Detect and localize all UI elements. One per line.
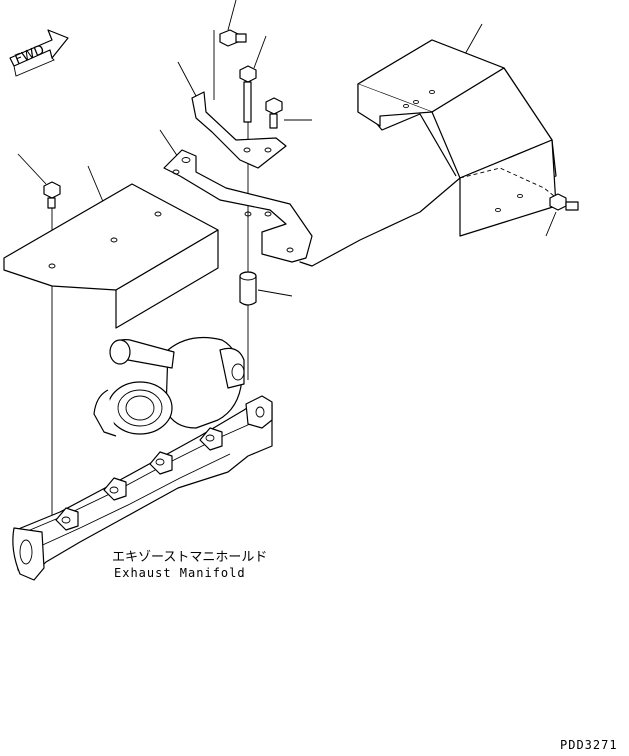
- fwd-arrow-icon: FWD: [9, 29, 69, 77]
- shield-left: [3, 183, 219, 329]
- bolt-right: [549, 193, 579, 211]
- bracket-upper: [191, 91, 287, 169]
- leader-lines: [17, 0, 557, 297]
- cover-large: [299, 39, 557, 267]
- bolt-long: [239, 65, 257, 380]
- drawing-code: PDD3271: [560, 738, 618, 752]
- caption-japanese: エキゾーストマニホールド: [112, 550, 268, 565]
- bolt-top: [213, 29, 247, 100]
- bracket-lower: [163, 149, 313, 263]
- fwd-label: FWD: [13, 42, 47, 67]
- spacer-collar: [239, 271, 257, 306]
- bolt-small: [265, 97, 283, 129]
- exhaust-manifold: [12, 337, 273, 581]
- caption-english: Exhaust Manifold: [114, 566, 246, 580]
